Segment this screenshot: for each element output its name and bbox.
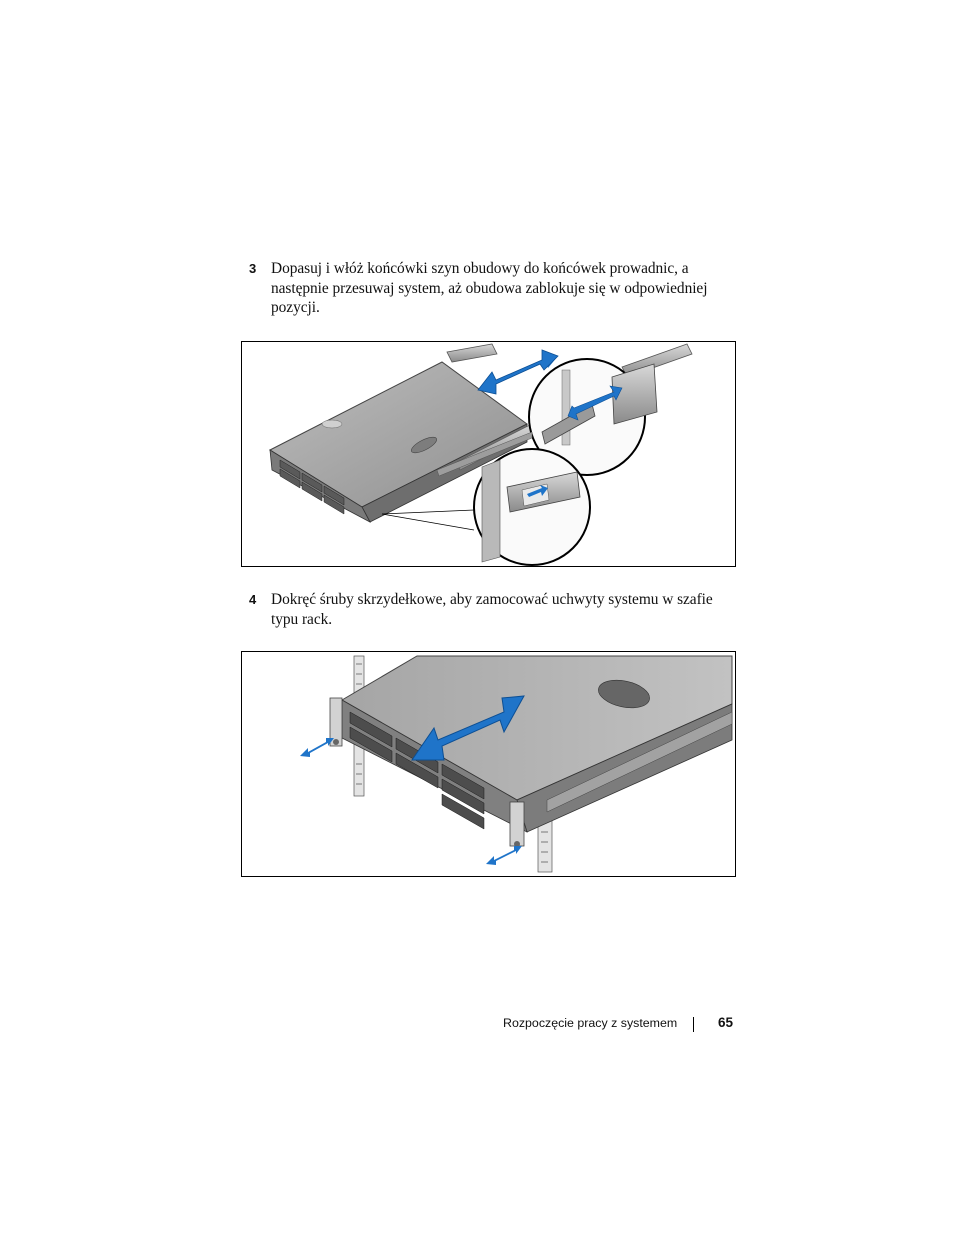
rail-zoom-detail xyxy=(473,448,591,566)
step-number: 4 xyxy=(249,592,257,607)
figure-slide-into-rails xyxy=(241,341,736,567)
double-arrow-icon xyxy=(300,738,334,757)
footer-section-title: Rozpoczęcie pracy z systemem xyxy=(503,1016,678,1030)
step-text: Dopasuj i włóż końcówki szyn obudowy do … xyxy=(271,260,708,316)
page-number: 65 xyxy=(718,1015,734,1030)
server-chassis-illustration xyxy=(300,655,733,873)
step-text: Dokręć śruby skrzydełkowe, aby zamocować… xyxy=(271,591,713,628)
double-arrow-icon xyxy=(411,695,525,761)
footer-separator xyxy=(693,1017,694,1032)
figure-tighten-thumbscrews xyxy=(241,651,736,877)
server-chassis-illustration xyxy=(268,343,693,566)
double-arrow-icon xyxy=(477,349,559,395)
rail-zoom-detail xyxy=(528,358,658,476)
step-number: 3 xyxy=(249,261,257,276)
double-arrow-icon xyxy=(486,846,522,865)
